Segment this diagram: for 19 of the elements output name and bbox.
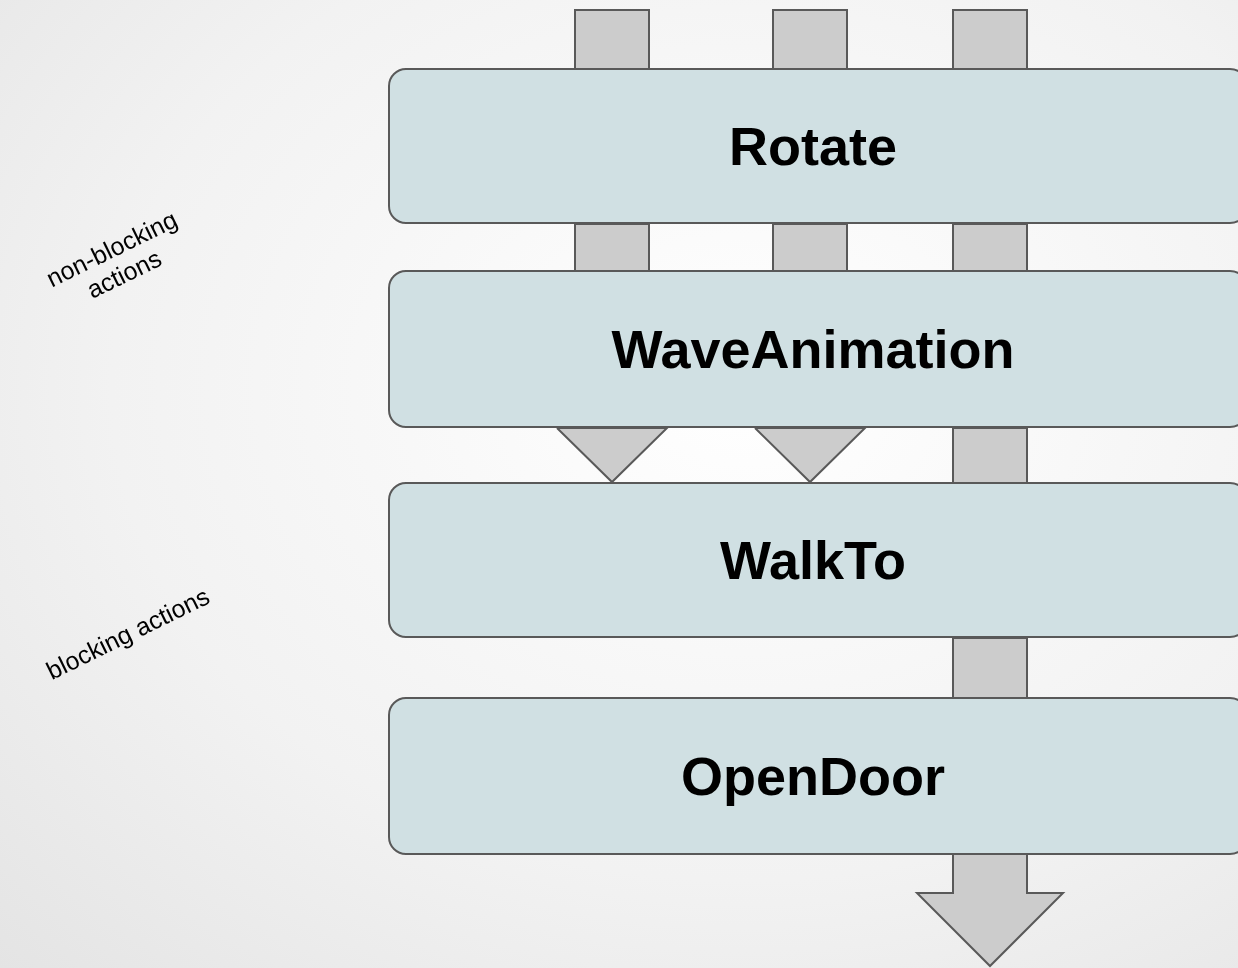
action-name: Rotate: [729, 115, 897, 177]
action-box: [388, 68, 1238, 224]
action-box: [388, 697, 1238, 855]
connector-bar: [574, 223, 650, 271]
arrow: [752, 427, 868, 484]
arrow: [554, 427, 670, 484]
connector-bar: [952, 9, 1028, 69]
connector-bar: [952, 223, 1028, 271]
action-box: [388, 482, 1238, 638]
action-box: [388, 270, 1238, 428]
connector-bar: [772, 223, 848, 271]
action-name: WalkTo: [720, 529, 906, 591]
arrow: [914, 854, 1066, 968]
connector-bar: [952, 637, 1028, 698]
connector-bar: [574, 9, 650, 69]
action-name: OpenDoor: [681, 745, 945, 807]
connector-bar: [772, 9, 848, 69]
connector-bar: [952, 427, 1028, 483]
action-name: WaveAnimation: [611, 318, 1015, 380]
